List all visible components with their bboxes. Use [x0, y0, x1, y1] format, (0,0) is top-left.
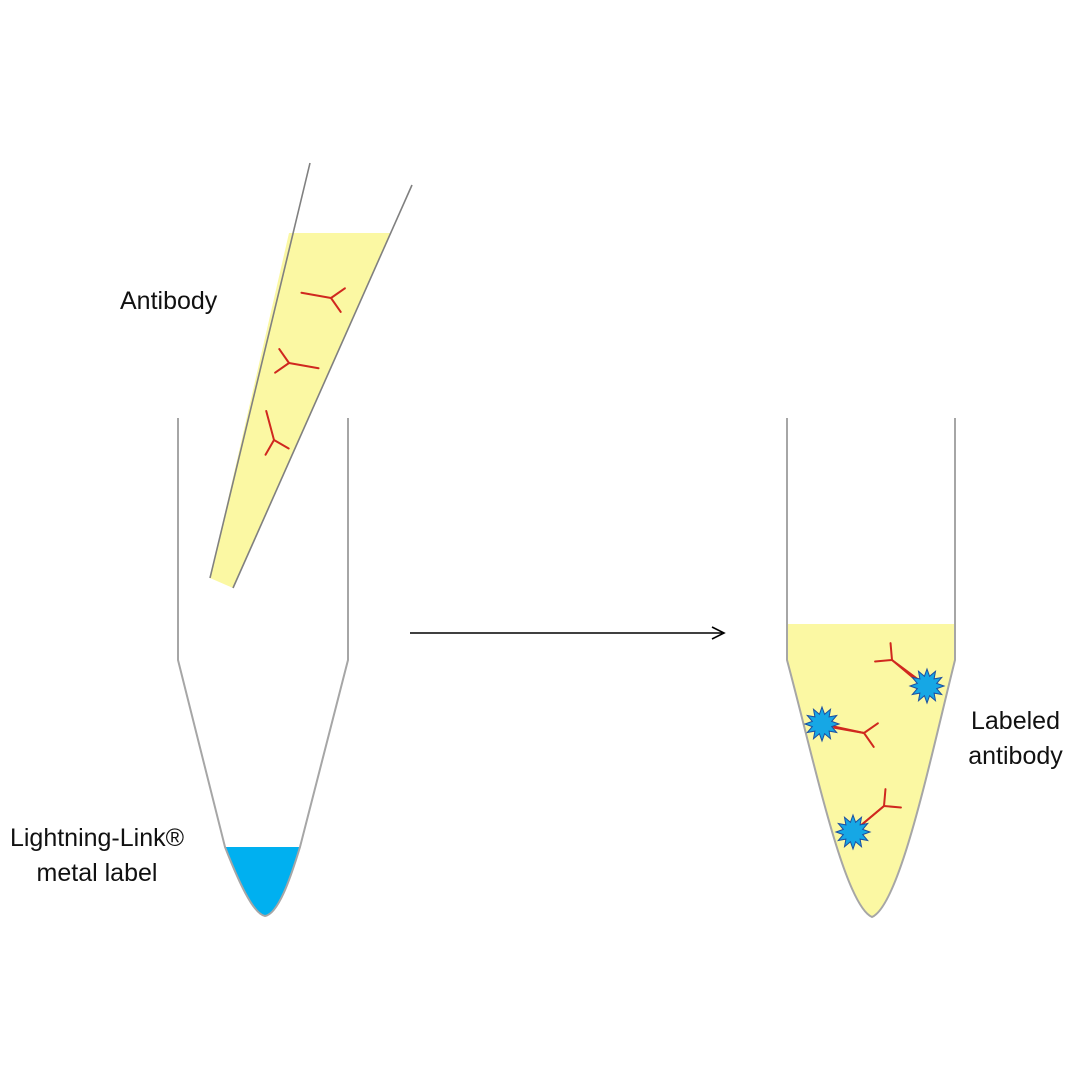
antibody-liquid	[210, 233, 391, 588]
pipette-tip-icon	[210, 163, 412, 588]
metal-label-caption-line-2: metal label	[0, 856, 194, 891]
right-tube	[787, 418, 955, 917]
labeled-antibody-liquid	[787, 624, 955, 917]
labeled-antibody-caption-line-2: antibody	[958, 739, 1073, 774]
antibody-label: Antibody	[120, 284, 217, 319]
reaction-arrow	[410, 627, 724, 639]
labeled-antibody-caption-line-1: Labeled	[958, 704, 1073, 739]
labeled-antibody-caption: Labeled antibody	[958, 704, 1073, 774]
metal-label-caption-line-1: Lightning-Link®	[0, 821, 194, 856]
metal-label-caption: Lightning-Link® metal label	[0, 821, 194, 891]
